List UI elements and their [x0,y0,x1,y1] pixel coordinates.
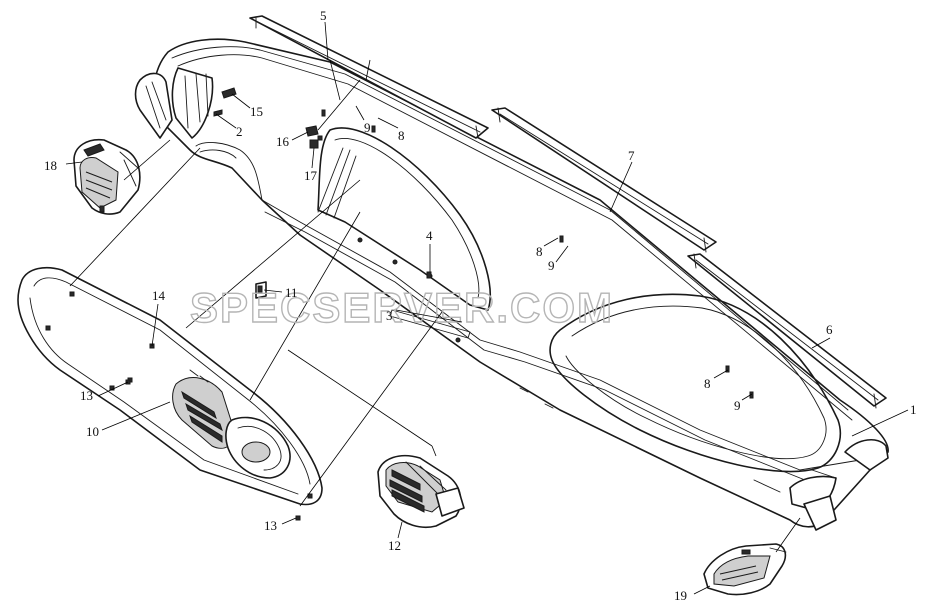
clip-15 [221,87,237,99]
dashboard-panel [134,38,889,531]
callout-1: 1 [910,402,917,417]
bracket-16-17 [305,125,323,149]
defroster-grille-6 [687,253,887,409]
callout-11: 11 [285,285,298,300]
callout-18: 18 [44,158,57,173]
defroster-grille-7 [491,107,717,253]
leader-lines [65,21,909,595]
callout-8-mid: 8 [536,244,543,259]
watermark-text: SPECSERVER.COM [190,284,614,331]
clip-11 [255,281,267,299]
callout-6: 6 [826,322,833,337]
callout-10: 10 [86,424,99,439]
screw-4 [426,271,432,279]
callout-14: 14 [152,288,166,303]
left-trim-bezel [17,266,323,506]
centre-air-vent [377,454,465,529]
defroster-grille-5 [249,15,489,139]
callout-12: 12 [388,538,401,553]
callout-2: 2 [236,124,243,139]
callout-5: 5 [320,8,327,23]
callout-19: 19 [674,588,687,603]
callout-8-top: 8 [398,128,405,143]
assembly-lines [69,59,801,553]
callout-labels: 5 7 6 1 2 15 16 17 9 8 8 9 8 9 4 3 11 14… [44,8,917,603]
callout-17: 17 [304,168,318,183]
callout-9-right: 9 [734,398,741,413]
callout-9-mid: 9 [548,258,555,273]
left-side-air-vent [73,138,141,215]
callout-4: 4 [426,228,433,243]
callout-16: 16 [276,134,290,149]
callout-7: 7 [628,148,635,163]
callout-9-top: 9 [364,120,371,135]
right-side-air-vent [703,543,787,596]
callout-8-right: 8 [704,376,711,391]
screw-2 [213,109,223,117]
callout-15: 15 [250,104,263,119]
callout-13-left: 13 [80,388,93,403]
callout-13-bottom: 13 [264,518,277,533]
callout-3: 3 [386,308,393,323]
